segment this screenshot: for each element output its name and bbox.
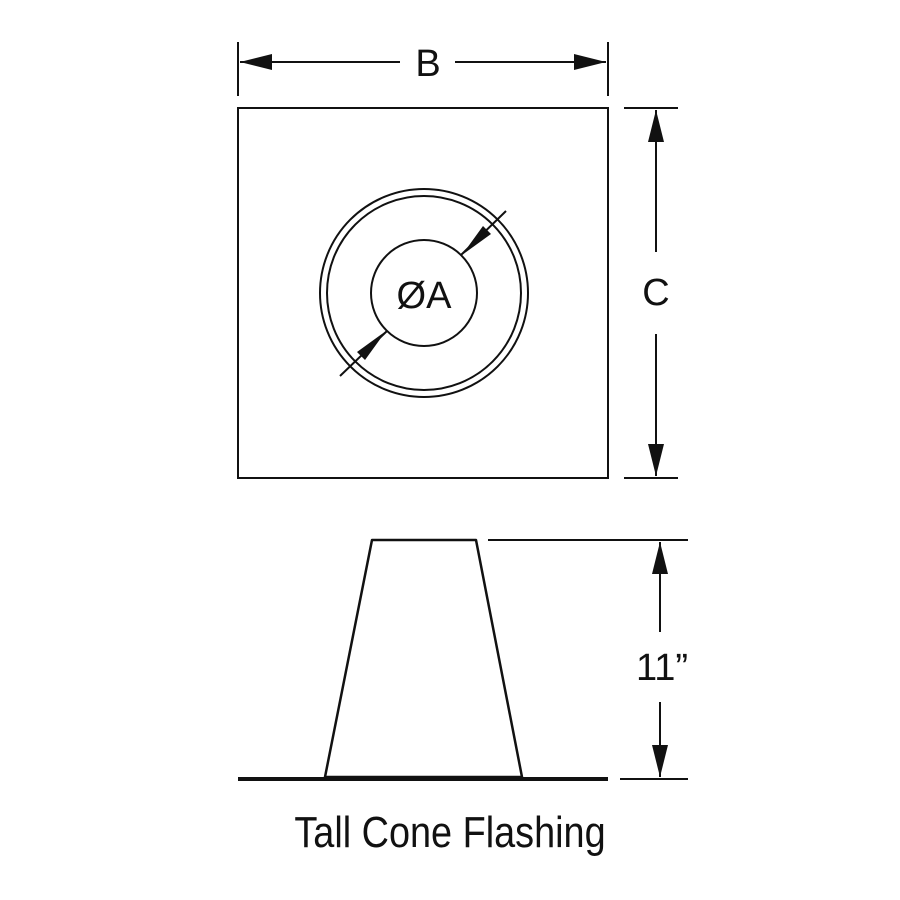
cone-profile [323,538,524,779]
arrowhead-bottom [652,745,668,777]
side-view: 11” [238,538,688,781]
diameter-dimension [339,210,507,377]
cone-base-inner-circle [326,195,522,391]
depth-label: C [642,272,669,314]
depth-dimension [624,107,678,479]
cone-top-opening-circle [370,239,478,347]
diameter-label: ØA [397,275,453,317]
arrowhead-top [648,110,664,142]
width-dimension [237,42,609,96]
height-dimension [488,539,688,780]
diameter-arrowhead-lower [357,331,386,360]
width-label: B [415,43,440,85]
height-label: 11” [636,647,688,689]
arrowhead-left [240,54,272,70]
arrowhead-bottom [648,444,664,476]
top-view: B ØA C [237,42,678,479]
flashing-base-plate [237,107,609,479]
cone-base-outer-circle [319,188,529,398]
arrowhead-top [652,542,668,574]
diameter-arrowhead-upper [462,226,491,255]
diagram-title: Tall Cone Flashing [294,808,606,857]
arrowhead-right [574,54,606,70]
